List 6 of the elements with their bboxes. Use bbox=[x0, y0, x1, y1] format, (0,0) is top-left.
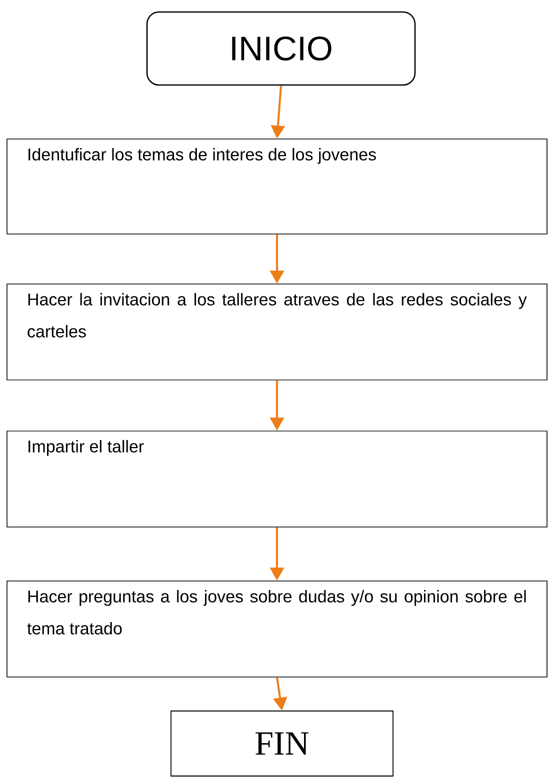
end-box: FIN bbox=[170, 710, 394, 776]
process-box: Identuficar los temas de interes de los jovenes bbox=[6, 138, 548, 234]
process-box: Hacer preguntas a los joves sobre dudas y/o su opinion sobre el tema tratado bbox=[6, 580, 548, 678]
process-box: Impartir el taller bbox=[6, 430, 548, 528]
start-box: INICIO bbox=[146, 11, 416, 86]
process-box: Hacer la invitacion a los talleres atraves de las redes sociales y carteles bbox=[6, 284, 548, 380]
